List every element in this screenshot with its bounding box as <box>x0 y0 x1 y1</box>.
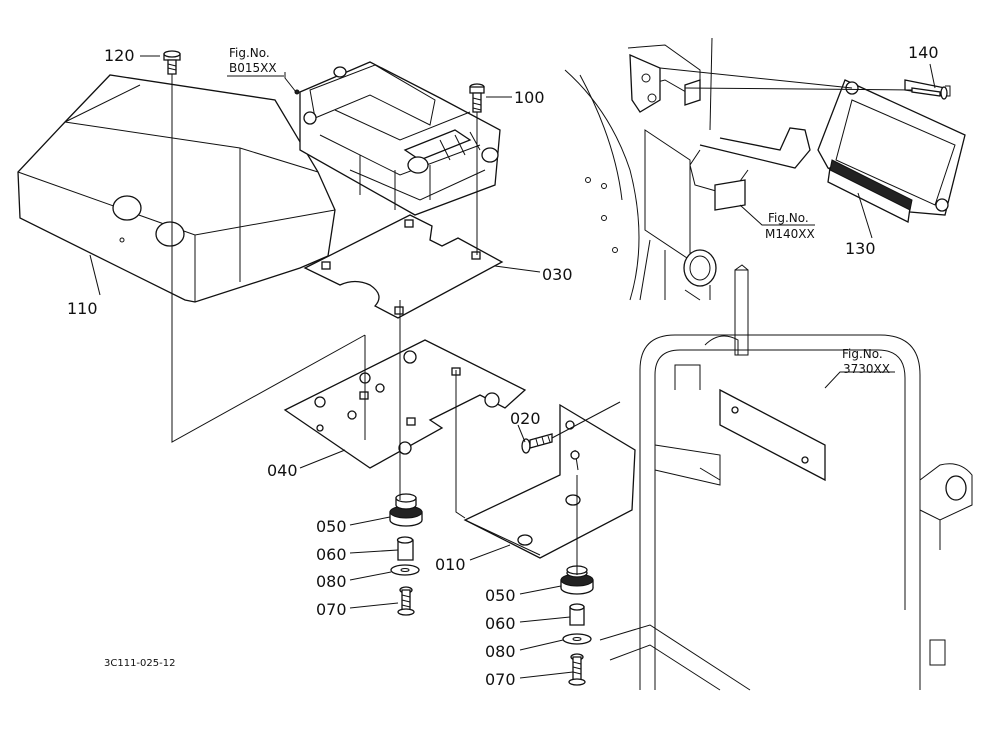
callout-labels: 120 100 140 130 110 030 040 020 010 050 … <box>67 43 939 689</box>
callout-020: 020 <box>510 409 541 428</box>
callout-040: 040 <box>267 461 298 480</box>
figref-m140-line1: Fig.No. <box>768 211 809 225</box>
frame-structure <box>599 264 973 691</box>
figref-3730-line1: Fig.No. <box>842 347 883 361</box>
callout-050-left: 050 <box>316 517 347 536</box>
bolt-100 <box>469 83 485 113</box>
board-assembly <box>294 61 501 216</box>
figref-3730-line2: 3730XX <box>843 362 890 376</box>
machine-structure <box>564 37 811 301</box>
mount-stack-right <box>560 565 594 686</box>
mount-stack-left <box>389 493 423 616</box>
bracket-010 <box>463 403 636 559</box>
figref-b015-line1: Fig.No. <box>229 46 270 60</box>
bolt-120 <box>163 50 181 75</box>
callout-070-right: 070 <box>485 670 516 689</box>
callout-140: 140 <box>908 43 939 62</box>
callout-070-left: 070 <box>316 600 347 619</box>
cover <box>17 74 336 303</box>
callout-100: 100 <box>514 88 545 107</box>
figref-m140-line2: M140XX <box>765 227 815 241</box>
figref-b015-line2: B015XX <box>229 61 277 75</box>
bolt-020 <box>521 433 553 454</box>
callout-080-right: 080 <box>485 642 516 661</box>
bolt-140 <box>911 86 948 100</box>
callout-050-right: 050 <box>485 586 516 605</box>
callout-130: 130 <box>845 239 876 258</box>
callout-080-left: 080 <box>316 572 347 591</box>
callout-060-left: 060 <box>316 545 347 564</box>
callout-110: 110 <box>67 299 98 318</box>
callout-060-right: 060 <box>485 614 516 633</box>
drawing-code: 3C111-025-12 <box>104 658 175 669</box>
callout-010: 010 <box>435 555 466 574</box>
plate-030 <box>303 214 504 319</box>
assembly-lines <box>89 55 936 679</box>
callout-030: 030 <box>542 265 573 284</box>
figure-references: Fig.No. B015XX Fig.No. M140XX Fig.No. 37… <box>227 46 890 376</box>
controller-unit <box>817 79 966 223</box>
callout-120: 120 <box>104 46 135 65</box>
